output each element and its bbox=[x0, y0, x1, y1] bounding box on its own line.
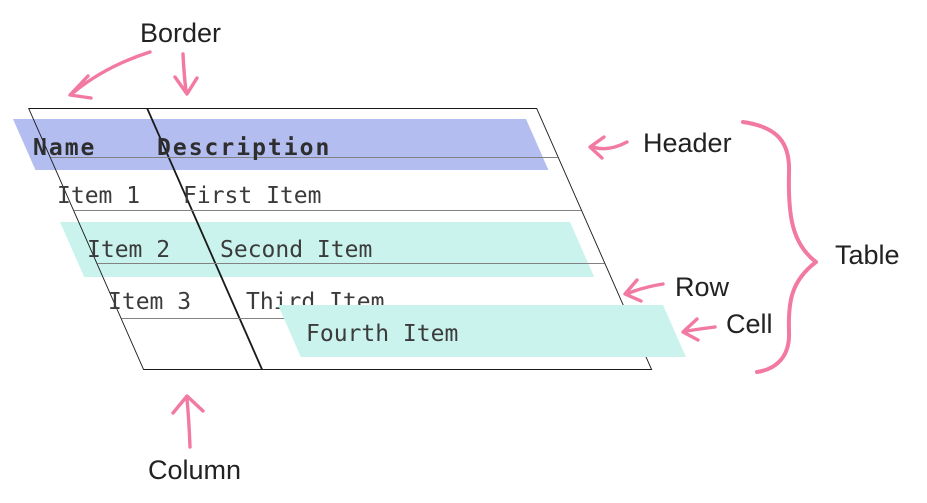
header-arrow-head bbox=[588, 135, 606, 160]
border-arrow-down-head bbox=[173, 75, 199, 96]
border-arrow-down bbox=[181, 52, 188, 93]
label-border: Border bbox=[140, 18, 222, 48]
header-arrow bbox=[591, 140, 629, 151]
cell-arrow bbox=[685, 325, 717, 333]
label-row: Row bbox=[675, 272, 730, 302]
label-header: Header bbox=[643, 128, 732, 158]
label-column: Column bbox=[148, 455, 242, 485]
column-arrow-head bbox=[171, 394, 205, 415]
row-separator-line bbox=[73, 209, 582, 211]
label-table: Table bbox=[835, 240, 900, 270]
cell-second-item: Second Item bbox=[220, 237, 373, 263]
column-arrow bbox=[185, 397, 192, 449]
header-cell-name: Name bbox=[33, 135, 97, 161]
border-arrow-diagonal-head bbox=[68, 74, 93, 100]
cell-item-1: Item 1 bbox=[57, 183, 141, 209]
row-arrow-head bbox=[623, 278, 643, 303]
label-cell: Cell bbox=[726, 309, 773, 339]
cell-item-3: Item 3 bbox=[108, 289, 192, 315]
cell-arrow-head bbox=[681, 317, 700, 342]
header-cell-description: Description bbox=[157, 135, 332, 161]
row-arrow bbox=[627, 282, 665, 295]
cell-fourth-item: Fourth Item bbox=[306, 321, 459, 347]
border-arrow-diagonal bbox=[72, 50, 152, 94]
cell-item-2: Item 2 bbox=[87, 237, 171, 263]
cell-first-item: First Item bbox=[183, 183, 322, 209]
